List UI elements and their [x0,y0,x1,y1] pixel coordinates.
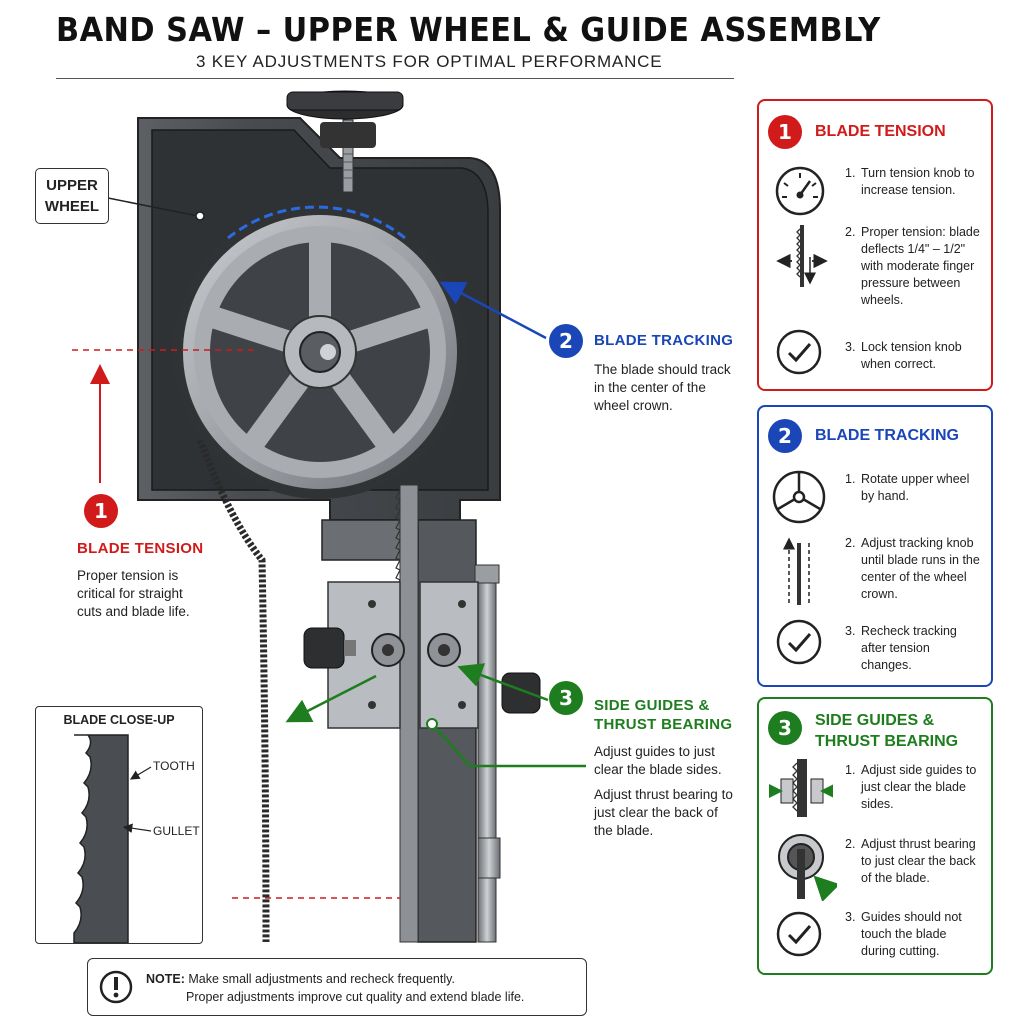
callout-3-paragraph-1: Adjust guides to just clear the blade si… [594,744,722,777]
side-guide-left [303,581,405,729]
panel-1-step-3: 3.Lock tension knob when correct. [845,340,962,371]
upper-wheel-label-line2: WHEEL [44,198,100,215]
callout-3-number: 3 [549,681,583,715]
note-text: NOTE: Make small adjustments and recheck… [146,970,524,1006]
panel-3-number: 3 [768,711,802,745]
upper-wheel-label: UPPER WHEEL [35,168,109,224]
side-guides-icon [769,759,833,817]
note-box: NOTE: Make small adjustments and recheck… [87,958,587,1016]
tension-knob [286,90,404,193]
blade [399,484,419,943]
panel-3-step-3: 3.Guides should not touch the blade duri… [845,910,962,958]
panel-2-step-1: 1.Rotate upper wheel by hand. [845,472,970,503]
exclamation-circle-icon [99,970,133,1004]
upper-wheel [173,205,467,499]
panel-3-title-line1: SIDE GUIDES & [815,712,935,729]
callout-2-text: The blade should track in the center of … [594,362,731,413]
page-subtitle: 3 KEY ADJUSTMENTS FOR OPTIMAL PERFORMANC… [196,52,663,71]
check-circle-icon [776,619,822,665]
callout-1-title: BLADE TENSION [77,540,204,557]
guide-post [477,579,497,943]
callout-2-title: BLADE TRACKING [594,332,734,349]
panel-1-number: 1 [768,115,802,149]
check-circle-icon [776,329,822,375]
panel-3-step-2: 2.Adjust thrust bearing to just clear th… [845,837,976,885]
side-guide-right [419,581,541,729]
note-label: NOTE: [146,972,185,986]
panel-3-title: SIDE GUIDES & THRUST BEARING [815,710,958,752]
blade-tooth-profile [73,734,152,943]
panel-1-step-2: 2.Proper tension: blade deflects 1/4" – … [845,225,980,307]
callout-3-title: SIDE GUIDES & THRUST BEARING [594,696,732,734]
blade-closeup-title: BLADE CLOSE-UP [63,713,175,727]
callout-2-number: 2 [549,324,583,358]
panel-side-guides: 3 SIDE GUIDES & THRUST BEARING 1.Adjust … [757,697,993,975]
panel-blade-tracking: 2 BLADE TRACKING 1.Rotate upper wheel by… [757,405,993,687]
panel-blade-tension: 1 BLADE TENSION 1.Turn tension knob to i… [757,99,993,391]
callout-3-title-line1: SIDE GUIDES & [594,697,710,714]
callout-3-title-line2: THRUST BEARING [594,716,733,733]
callout-3-paragraph-2: Adjust thrust bearing to just clear the … [594,787,733,838]
tracking-arrows-icon [783,537,810,605]
callout-1-number: 1 [84,494,118,528]
gauge-icon [775,166,825,216]
page-title: BAND SAW – UPPER WHEEL & GUIDE ASSEMBLY [56,10,881,49]
title-divider [56,78,734,79]
blade-loop [196,438,270,943]
blade-closeup-box: BLADE CLOSE-UP TOOTH GULLET [35,706,203,944]
band-saw-illustration [72,90,586,943]
panel-2-step-3: 3.Recheck tracking after tension changes… [845,624,957,672]
gullet-label: GULLET [153,824,200,838]
panel-2-title: BLADE TRACKING [815,427,959,444]
thrust-bearing-icon [778,834,837,901]
panel-1-title: BLADE TENSION [815,123,946,140]
check-circle-icon [776,911,822,957]
note-line-2: Proper adjustments improve cut quality a… [186,990,525,1004]
blade-deflection-icon [776,225,828,287]
wheel-icon [772,470,826,524]
tooth-label: TOOTH [153,759,195,773]
panel-1-step-1: 1.Turn tension knob to increase tension. [845,166,975,197]
panel-2-number: 2 [768,419,802,453]
panel-3-step-1: 1.Adjust side guides to just clear the b… [845,763,977,811]
callout-1-text: Proper tension is critical for straight … [77,568,190,619]
panel-2-step-2: 2.Adjust tracking knob until blade runs … [845,536,980,601]
panel-3-title-line2: THRUST BEARING [815,733,959,750]
upper-wheel-label-line1: UPPER [46,177,98,194]
note-line-1: Make small adjustments and recheck frequ… [188,972,455,986]
